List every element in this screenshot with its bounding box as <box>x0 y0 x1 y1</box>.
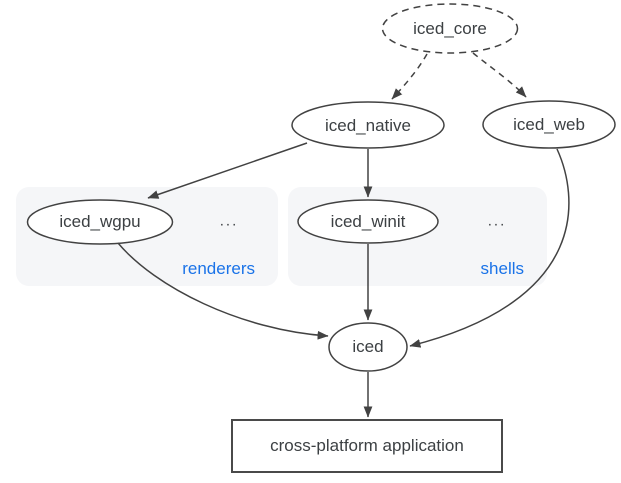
edge-iced-core-to-iced-web <box>472 52 527 98</box>
node-iced-core-shape <box>381 3 519 54</box>
node-iced-native-shape <box>291 101 445 149</box>
node-iced-web-shape <box>482 100 616 149</box>
edge-iced-native-to-iced-wgpu <box>147 142 308 199</box>
node-iced-shape <box>328 322 408 372</box>
node-cross-platform-application-shape <box>231 419 503 473</box>
node-iced-winit-shape <box>297 199 439 244</box>
node-iced-wgpu-shape <box>26 199 174 245</box>
edge-iced-web-to-iced <box>409 148 570 348</box>
edge-iced-wgpu-to-iced <box>117 242 329 340</box>
edge-iced-core-to-iced-native <box>391 53 428 100</box>
